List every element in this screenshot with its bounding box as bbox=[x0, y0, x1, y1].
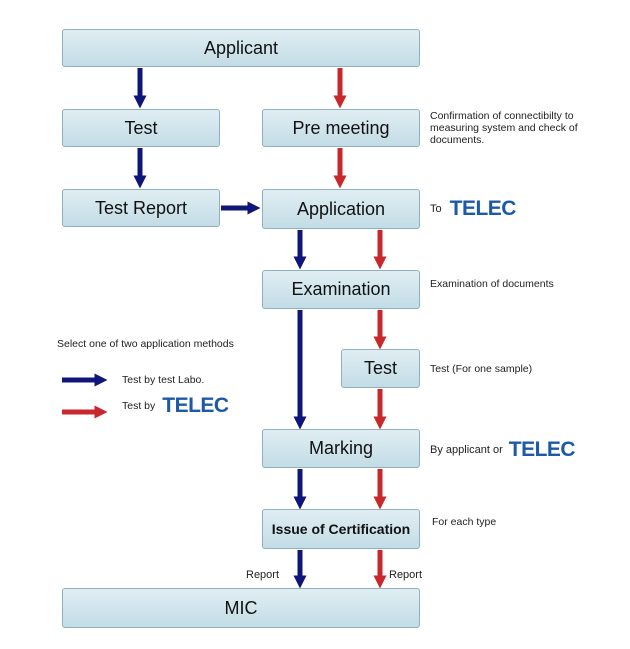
test-report-box: Test Report bbox=[62, 189, 220, 227]
test-right-box: Test bbox=[341, 349, 420, 388]
applicant-label: Applicant bbox=[203, 37, 279, 58]
report-left-label: Report bbox=[246, 569, 280, 581]
legend-title: Select one of two application methods bbox=[57, 338, 234, 350]
telec-logo: TELEC bbox=[508, 438, 576, 461]
application-label: Application bbox=[296, 198, 386, 219]
report-right-label: Report bbox=[389, 569, 423, 581]
marking-prefix: By applicant or bbox=[430, 444, 503, 456]
mic-label: MIC bbox=[224, 597, 258, 618]
marking-note: By applicant or TELEC bbox=[430, 438, 576, 461]
legend-red-row: Test by TELEC bbox=[122, 394, 229, 417]
telec-logo: TELEC bbox=[449, 197, 517, 220]
application-box: Application bbox=[262, 189, 420, 229]
legend-blue-label: Test by test Labo. bbox=[122, 374, 205, 386]
marking-label: Marking bbox=[308, 438, 374, 458]
pre-meeting-box: Pre meeting bbox=[262, 109, 420, 147]
legend-red-label: Test by bbox=[122, 400, 156, 412]
test-right-label: Test bbox=[363, 358, 397, 378]
pre-meeting-label: Pre meeting bbox=[292, 117, 390, 138]
mic-box: MIC bbox=[62, 588, 420, 628]
issue-note: For each type bbox=[432, 516, 497, 528]
to-label: To bbox=[430, 203, 442, 215]
examination-note: Examination of documents bbox=[430, 278, 554, 290]
issue-of-certification-box: Issue of Certification bbox=[262, 509, 420, 549]
test-report-label: Test Report bbox=[94, 197, 188, 218]
test-left-label: Test bbox=[124, 117, 158, 138]
test-right-note: Test (For one sample) bbox=[430, 363, 533, 375]
examination-label: Examination bbox=[291, 279, 391, 299]
pre-meeting-note: Confirmation of connectibilty to measuri… bbox=[430, 110, 578, 146]
telec-logo: TELEC bbox=[162, 394, 229, 417]
application-to-telec: To TELEC bbox=[430, 197, 517, 220]
examination-box: Examination bbox=[262, 270, 420, 309]
marking-box: Marking bbox=[262, 429, 420, 468]
applicant-box: Applicant bbox=[62, 29, 420, 67]
test-left-box: Test bbox=[62, 109, 220, 147]
issue-of-certification-label: Issue of Certification bbox=[271, 521, 411, 537]
